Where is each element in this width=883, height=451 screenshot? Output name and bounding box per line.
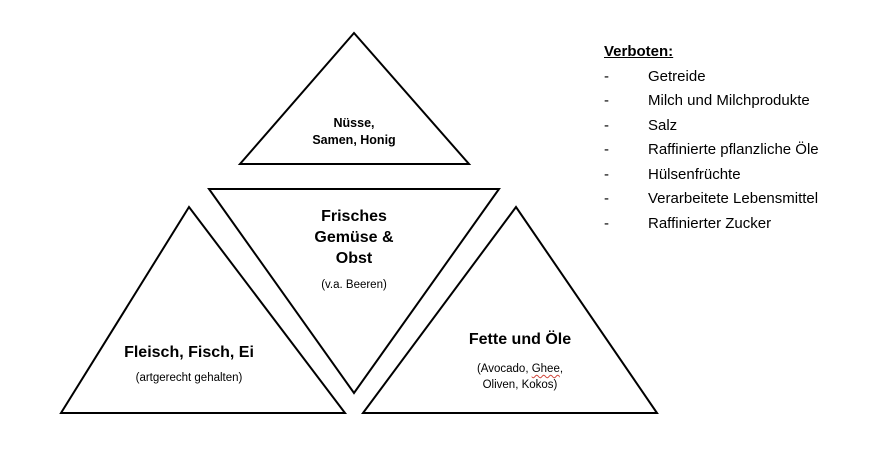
forbidden-heading: Verboten: xyxy=(604,43,674,60)
triangle-left xyxy=(59,205,348,414)
center-triangle-line-3: Obst xyxy=(335,250,373,267)
center-triangle-line-1: Frisches xyxy=(321,208,387,225)
left-triangle-title: Fleisch, Fisch, Ei xyxy=(124,344,254,361)
forbidden-item-label: Getreide xyxy=(648,67,706,85)
forbidden-item: - Raffinierte pflanzliche Öle xyxy=(604,138,819,163)
forbidden-items: - Getreide - Milch und Milchprodukte - Salz - R… xyxy=(604,65,819,237)
top-triangle-line-1: Nüsse, xyxy=(333,116,375,130)
forbidden-item: - Hülsenfrüchte xyxy=(604,163,741,188)
top-triangle-label: Nüsse, Samen, Honig xyxy=(294,115,414,149)
triangle-center xyxy=(207,188,501,395)
right-triangle-note: (Avocado, Ghee, Oliven, Kokos) xyxy=(440,361,600,393)
right-triangle-label: Fette und Öle (Avocado, Ghee, Oliven, Ko… xyxy=(440,330,600,393)
forbidden-item: - Verarbeitete Lebensmittel xyxy=(604,187,818,212)
forbidden-item: - Raffinierter Zucker xyxy=(604,212,771,237)
right-triangle-note-line-2: Oliven, Kokos) xyxy=(482,379,558,391)
forbidden-item-label: Raffinierter Zucker xyxy=(648,214,772,232)
forbidden-list: Verboten: - Getreide - Milch und Milchprodu… xyxy=(604,40,819,237)
right-triangle-note-line-1: (Avocado, Ghee, xyxy=(476,363,564,375)
left-triangle-note: (artgerecht gehalten) xyxy=(135,372,243,384)
spellcheck-flagged-word: Ghee xyxy=(531,363,560,375)
center-triangle-line-2: Gemüse & xyxy=(314,229,394,246)
center-triangle-note: (v.a. Beeren) xyxy=(321,279,387,291)
forbidden-item: - Milch und Milchprodukte xyxy=(604,89,810,114)
list-bullet: - xyxy=(604,165,609,183)
list-bullet: - xyxy=(604,141,609,158)
forbidden-item: - Salz xyxy=(604,114,677,139)
list-bullet: - xyxy=(604,116,609,134)
forbidden-item-label: Hülsenfrüchte xyxy=(648,165,741,183)
left-triangle-label: Fleisch, Fisch, Ei (artgerecht gehalten) xyxy=(99,343,279,384)
forbidden-item-label: Raffinierte pflanzliche Öle xyxy=(648,141,819,158)
center-triangle-label: Frisches Gemüse & Obst (v.a. Beeren) xyxy=(284,206,424,291)
forbidden-item-label: Salz xyxy=(648,116,678,134)
triangle-top xyxy=(237,31,472,165)
top-triangle-line-2: Samen, Honig xyxy=(312,133,396,147)
list-bullet: - xyxy=(604,190,609,207)
right-triangle-title: Fette und Öle xyxy=(468,331,572,348)
list-bullet: - xyxy=(604,214,609,232)
list-bullet: - xyxy=(604,67,609,85)
triangle-right xyxy=(361,205,659,414)
list-bullet: - xyxy=(604,92,609,109)
forbidden-item-label: Milch und Milchprodukte xyxy=(648,92,810,109)
forbidden-item: - Getreide xyxy=(604,65,706,90)
forbidden-item-label: Verarbeitete Lebensmittel xyxy=(648,190,819,207)
